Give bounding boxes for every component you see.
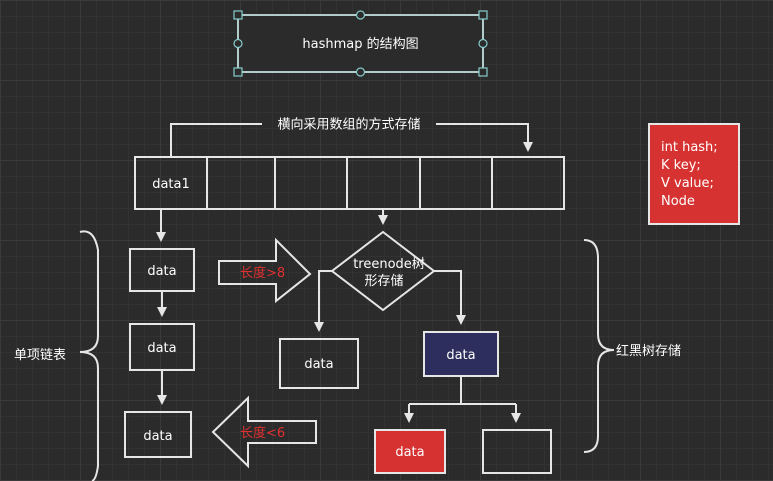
array-cell-label: data1 [152, 177, 190, 192]
tree-child-label: data [446, 348, 475, 363]
array-label: 横向采用数组的方式存储 [277, 117, 420, 133]
right-brace [583, 239, 615, 453]
node-fields-box[interactable]: int hash; K key; V value; Node [648, 123, 740, 225]
tree-leaf-label: data [304, 357, 333, 372]
list-node-label: data [143, 429, 172, 444]
tree-empty-node[interactable] [482, 429, 552, 474]
tree-leaf-node[interactable] [279, 338, 359, 389]
tree-child-node[interactable] [423, 331, 499, 377]
array-cell[interactable] [491, 156, 565, 210]
array-bracket: 横向采用数组的方式存储 [170, 117, 533, 156]
node-field: int hash; [661, 140, 718, 155]
list-node-label: data [147, 264, 176, 279]
node-field: K key; [661, 158, 701, 173]
right-block-arrow [218, 237, 312, 304]
array-cell[interactable] [206, 156, 276, 210]
linked-list: 单项链表 data data data [14, 209, 195, 481]
node-field: V value; [661, 176, 714, 191]
treenode-diamond[interactable] [330, 230, 436, 312]
arrow-right-label: 长度>8 [240, 265, 285, 281]
list-node-label: data [147, 341, 176, 356]
list-node[interactable] [124, 411, 192, 458]
left-brace [79, 230, 99, 481]
tree-red-label: data [395, 445, 424, 460]
arrow-to-list: 长度<6 [211, 395, 317, 469]
title-box[interactable]: hashmap 的结构图 [233, 10, 488, 77]
array-cell[interactable] [419, 156, 493, 210]
hash-array: data1 [134, 156, 565, 210]
diamond-label: 形存储 [364, 274, 403, 289]
red-black-tree: treenode树 形存储 data data data 红黑树存储 [279, 209, 681, 474]
tree-red-node[interactable] [374, 429, 446, 474]
selection-handles[interactable] [233, 10, 488, 77]
arrow-left-label: 长度<6 [240, 425, 285, 441]
tree-label: 红黑树存储 [616, 343, 681, 359]
diagram-title: hashmap 的结构图 [302, 36, 418, 52]
left-block-arrow [211, 395, 317, 469]
array-cell[interactable] [274, 156, 348, 210]
arrow-to-tree: 长度>8 [218, 237, 312, 304]
array-cell[interactable] [346, 156, 421, 210]
linked-list-label: 单项链表 [14, 348, 66, 363]
diamond-label: treenode树 [353, 257, 425, 272]
node-field: Node [661, 194, 695, 209]
